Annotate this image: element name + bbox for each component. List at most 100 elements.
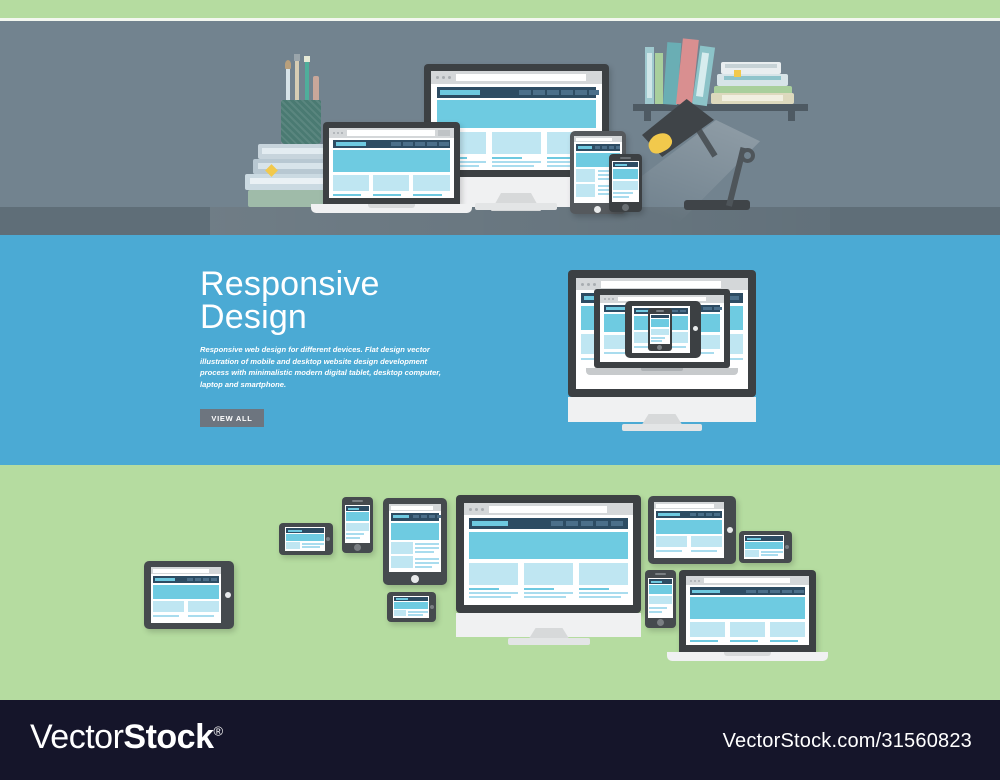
content-line <box>656 550 682 552</box>
page-hero-banner <box>613 169 638 179</box>
browser-url-bar <box>347 130 435 136</box>
desk-book-2-band <box>258 163 346 169</box>
content-card <box>469 563 518 585</box>
phone-home-button <box>622 204 629 211</box>
nav-item <box>211 578 217 581</box>
tablet-browser-chrome <box>574 136 622 142</box>
phone-home-button <box>430 605 434 609</box>
page-logo <box>393 515 409 518</box>
desk-phone-screen <box>612 161 639 202</box>
page-navbar <box>391 513 441 521</box>
nav-item <box>437 515 441 518</box>
nav-item <box>391 142 401 146</box>
nav-item <box>595 146 600 149</box>
content-line <box>437 161 486 163</box>
content-line <box>690 640 718 642</box>
page-logo <box>440 90 480 95</box>
content-line <box>613 196 629 198</box>
page-hero-banner <box>153 585 219 599</box>
content-card <box>524 563 573 585</box>
content-line <box>634 346 648 348</box>
page-navbar <box>649 579 672 584</box>
content-line <box>346 533 364 535</box>
nested-monitor-screen <box>576 278 748 389</box>
headline-line-1: Responsive <box>200 265 380 303</box>
page-logo <box>636 310 652 312</box>
wall-shelf <box>633 104 808 111</box>
pen-4 <box>313 76 319 104</box>
page-logo <box>606 307 630 310</box>
pen-brush-1 <box>286 66 290 102</box>
page-logo <box>692 589 720 593</box>
nested-tablet <box>625 301 701 358</box>
browser-dot <box>694 579 696 582</box>
content-card <box>691 536 722 547</box>
shelf-bracket-left <box>644 111 651 121</box>
content-card <box>745 550 759 557</box>
nav-item <box>519 90 531 95</box>
content-line <box>408 614 423 616</box>
page-hero-banner <box>656 520 722 534</box>
browser-dot <box>337 132 339 134</box>
page-logo <box>615 163 627 166</box>
nav-item <box>706 513 712 516</box>
browser-chrome <box>464 503 633 515</box>
nav-item <box>575 90 587 95</box>
content-line <box>153 615 179 617</box>
desk-highlight <box>210 207 830 235</box>
page-navbar <box>394 597 428 601</box>
page-title: Responsive Design <box>200 265 580 336</box>
browser-dot <box>690 579 692 582</box>
shelf-book-2 <box>655 53 663 104</box>
shelf-stack-book-2-band <box>724 76 781 80</box>
nested-laptop-base <box>586 368 738 375</box>
nav-item <box>611 521 623 526</box>
browser-dot <box>593 282 596 286</box>
pencil-3 <box>305 60 309 103</box>
nested-laptop-screen <box>600 295 724 362</box>
content-line <box>492 161 541 163</box>
nav-item <box>782 589 792 593</box>
content-card <box>672 332 688 343</box>
browser-chrome <box>686 576 809 585</box>
content-line <box>413 194 442 196</box>
phone-portrait-screen <box>345 505 370 543</box>
phone-speaker <box>656 310 664 312</box>
shelf-book-1-band <box>647 53 652 98</box>
nested-browser-chrome <box>576 278 748 290</box>
content-line <box>604 352 634 354</box>
content-line <box>408 611 428 613</box>
nav-item <box>187 578 193 581</box>
tablet-home-button <box>693 326 698 331</box>
content-line <box>547 157 577 159</box>
cluster-monitor-screen <box>464 503 633 605</box>
content-line <box>469 596 511 598</box>
cluster-tablet-portrait <box>383 498 447 585</box>
browser-dot <box>581 282 584 286</box>
page-navbar <box>613 162 638 167</box>
nested-tablet-screen <box>632 306 690 353</box>
content-line <box>415 562 439 564</box>
nested-laptop-notch <box>641 368 683 371</box>
view-all-button[interactable]: VIEW ALL <box>200 409 264 427</box>
cluster-phone-portrait <box>342 497 373 553</box>
content-line <box>691 550 717 552</box>
nav-item <box>758 589 768 593</box>
browser-dot <box>436 76 439 79</box>
headline-line-2: Design <box>200 298 308 336</box>
content-line <box>373 194 401 196</box>
page-navbar <box>437 87 599 98</box>
browser-chrome <box>654 502 724 509</box>
content-line <box>649 607 667 609</box>
content-line <box>492 157 522 159</box>
page-navbar <box>656 511 722 518</box>
cluster-tablet-portrait-right <box>648 496 736 564</box>
browser-dot <box>587 282 590 286</box>
content-card <box>770 622 805 637</box>
desk-book-1-band <box>262 148 340 154</box>
page-navbar <box>346 506 369 511</box>
content-line <box>469 592 518 594</box>
content-line <box>524 596 566 598</box>
tablet-home-button <box>594 206 601 213</box>
content-card <box>188 601 219 612</box>
